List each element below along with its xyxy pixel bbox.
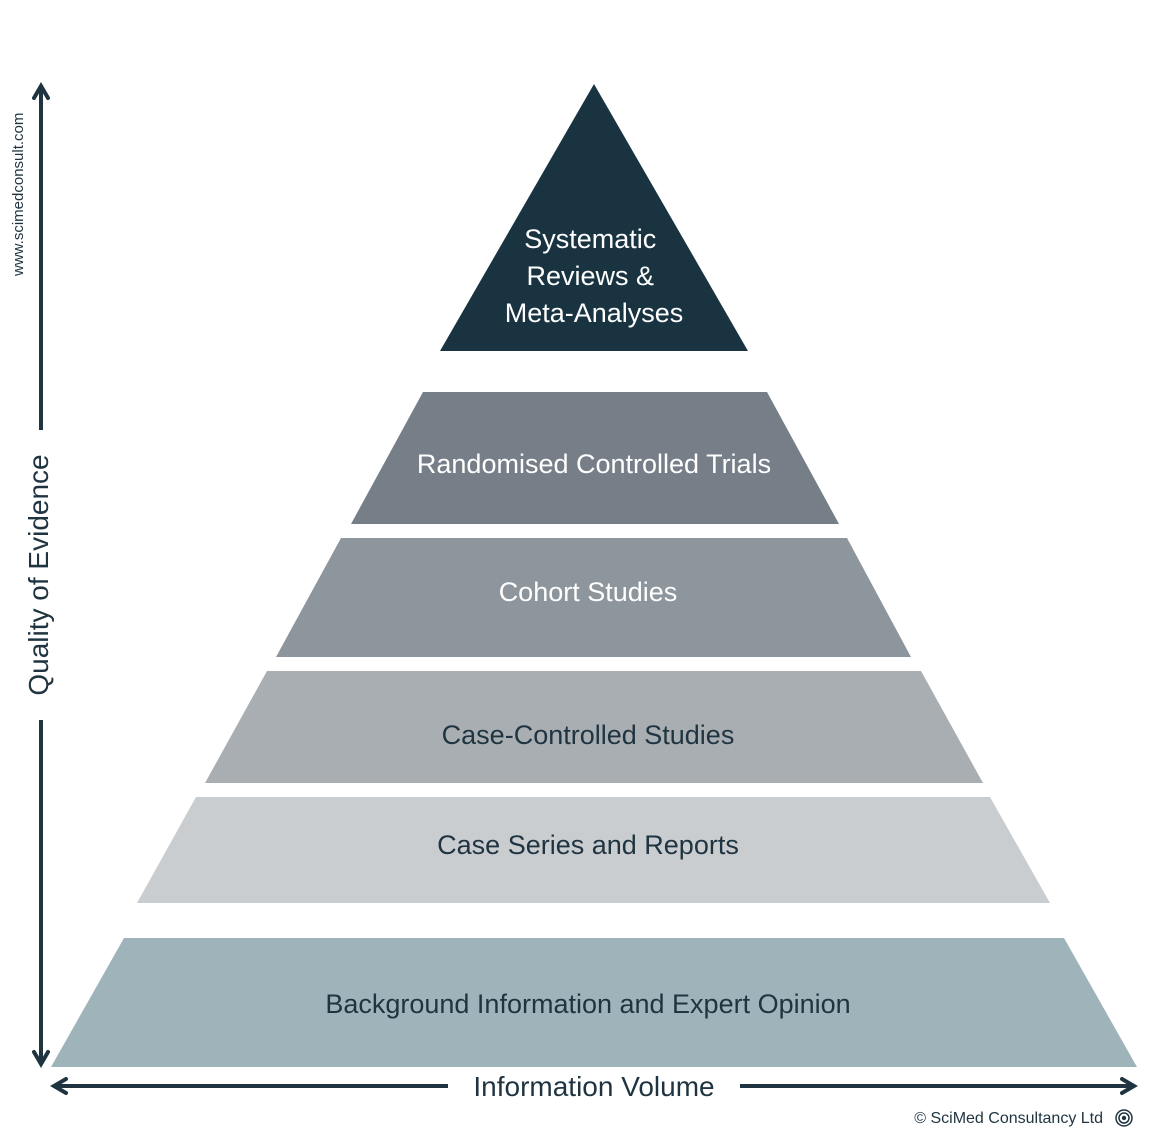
tier-cohort-label: Cohort Studies <box>499 577 678 607</box>
quality-axis: Quality of Evidence <box>23 82 54 1068</box>
tier-rct-label: Randomised Controlled Trials <box>417 449 771 479</box>
tier-background: Background Information and Expert Opinio… <box>51 938 1137 1067</box>
volume-axis: Information Volume <box>50 1071 1138 1102</box>
tier-systematic-line-1: Systematic <box>524 224 656 254</box>
scimed-logo-icon <box>1115 1109 1133 1127</box>
quality-axis-label: Quality of Evidence <box>23 454 54 695</box>
tier-case-series-label: Case Series and Reports <box>437 830 739 860</box>
tier-systematic-reviews-label: Systematic Reviews & Meta-Analyses <box>505 224 684 328</box>
tier-case-controlled-shape <box>205 671 983 783</box>
arrow-left-icon <box>50 1077 68 1095</box>
arrow-up-icon <box>32 82 50 100</box>
arrow-right-icon <box>1120 1077 1138 1095</box>
volume-axis-label: Information Volume <box>473 1071 714 1102</box>
tier-rct-shape <box>351 392 839 524</box>
tier-cohort-shape <box>276 538 911 657</box>
tier-rct: Randomised Controlled Trials <box>351 392 839 524</box>
tier-cohort: Cohort Studies <box>276 538 911 657</box>
tier-case-controlled-label: Case-Controlled Studies <box>442 720 735 750</box>
arrow-down-icon <box>32 1050 50 1068</box>
website-url: www.scimedconsult.com <box>10 113 27 277</box>
tier-case-series-shape <box>137 797 1050 903</box>
tier-systematic-reviews-shape <box>440 84 748 351</box>
tier-background-shape <box>51 938 1137 1067</box>
pyramid: Systematic Reviews & Meta-Analyses Rando… <box>51 84 1137 1067</box>
tier-systematic-reviews: Systematic Reviews & Meta-Analyses <box>440 84 748 351</box>
tier-case-series: Case Series and Reports <box>137 797 1050 903</box>
tier-case-controlled: Case-Controlled Studies <box>205 671 983 783</box>
tier-background-label: Background Information and Expert Opinio… <box>325 989 850 1019</box>
copyright-text: © SciMed Consultancy Ltd <box>914 1110 1103 1127</box>
tier-systematic-line-2: Reviews & <box>526 261 654 291</box>
tier-systematic-line-3: Meta-Analyses <box>505 298 684 328</box>
